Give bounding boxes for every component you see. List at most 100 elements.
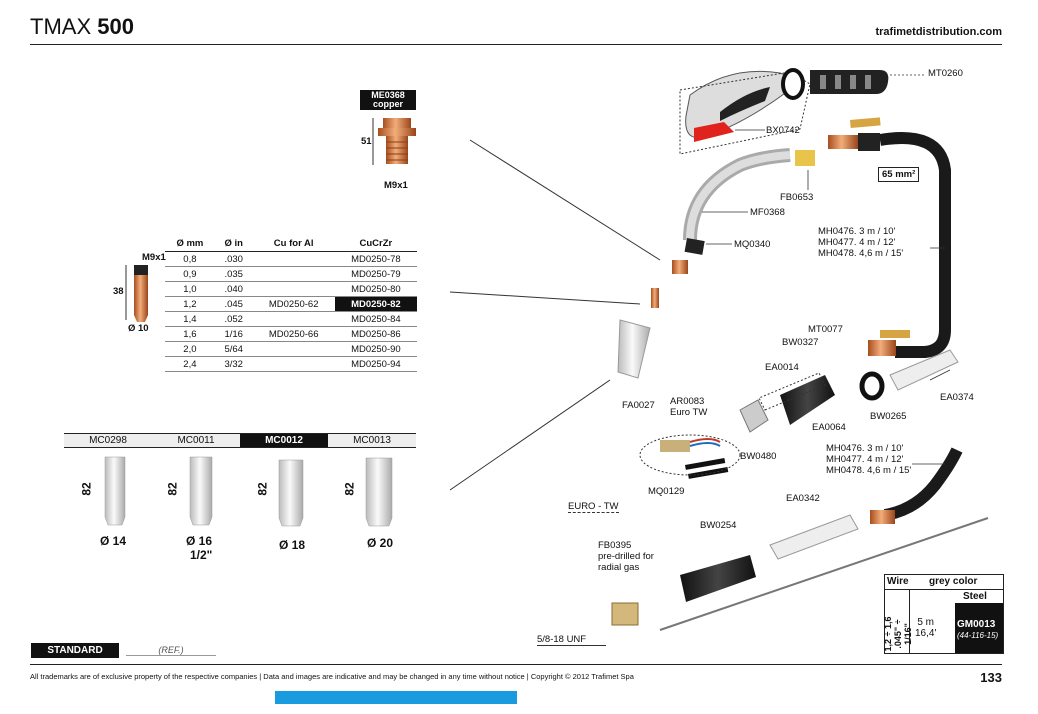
label-bw0254: BW0254 [700,520,737,531]
tip-diameter: Ø 10 [128,323,149,334]
adapter-code-text: ME0368 [371,90,405,100]
cable1-line: MH0477. 4 m / 12' [818,237,896,248]
nozzle-diameter: Ø 20 [367,536,394,550]
col-mm: Ø mm [165,236,215,252]
adapter-height: 51 [361,136,372,147]
wire-size-in: .045" ÷ 1/16" [893,619,913,649]
cell [252,281,335,297]
label-fb0395: FB0395 pre-drilled for radial gas [598,540,654,573]
cell: MD0250-78 [334,251,417,267]
cell: .030 [214,251,253,267]
label-ea0342: EA0342 [786,493,820,504]
label-ea0014: EA0014 [765,362,799,373]
label-mq0129: MQ0129 [648,486,685,497]
cell [252,251,335,267]
wire-size-mm: 1,2 ÷ 1,6 [883,616,893,652]
cell [252,356,335,372]
tip-thread: M9x1 [142,252,166,263]
contact-tip-part [125,265,148,322]
label-fa0027: FA0027 [622,400,655,411]
header-rule [30,44,1002,45]
scroll-bar[interactable] [275,691,517,704]
nozzle-header-bar: MC0298 MC0011 MC0012 MC0013 [64,433,416,448]
nozzle-diameter: Ø 18 [279,538,306,552]
cell: 1,2 [165,296,215,312]
fb0395-line: pre-drilled for [598,551,654,562]
nozzle-code-highlight: MC0012 [240,434,328,447]
label-mt0260: MT0260 [928,68,963,79]
label-cable1: MH0476. 3 m / 10' MH0477. 4 m / 12' MH04… [818,226,903,259]
wire-size: 1,2 ÷ 1,6.045" ÷ 1/16" [883,609,913,659]
gooseneck-part [617,148,815,379]
adapter-material: copper [372,99,403,109]
cable1-line: MH0478. 4,6 m / 15' [818,248,904,259]
cell: .052 [214,311,253,327]
cell: 2,4 [165,356,215,372]
nozzle-code: MC0011 [152,434,240,447]
page-number: 133 [980,670,1002,685]
cell: MD0250-84 [334,311,417,327]
footer-rule [30,664,1002,665]
footer-text: All trademarks are of exclusive property… [30,672,634,681]
label-fb0653: FB0653 [780,192,814,203]
table-row: 1,0.040 MD0250-80 [165,281,417,297]
adapter-part [372,118,416,165]
ar0083-code: AR0083 [670,396,705,407]
power-cable-tw [611,447,989,631]
nozzle-code: MC0013 [328,434,416,447]
page-title: TMAX 500 [30,14,134,40]
fb0395-line: FB0395 [598,540,632,551]
cell: 1,0 [165,281,215,297]
cell: MD0250-94 [334,356,417,372]
nozzle-diameter-inch: 1/2" [190,548,213,562]
nozzle-code: MC0298 [64,434,152,447]
adapter-thread: M9x1 [384,180,408,191]
cell [252,266,335,282]
website-link[interactable]: trafimetdistribution.com [875,26,1002,38]
nozzle-diameter: Ø 14 [100,534,127,548]
cell: 1,4 [165,311,215,327]
label-cable2: MH0476. 3 m / 10' MH0477. 4 m / 12' MH04… [826,443,911,476]
label-section: 65 mm² [878,167,920,182]
cable2-line: MH0478. 4,6 m / 15' [826,465,912,476]
cell: 3/32 [214,356,253,372]
label-euro-tw: EURO - TW [568,501,619,513]
wire-subcode: (44-116-15) [957,631,999,640]
label-bw0327: BW0327 [782,337,819,348]
cable1-line: MH0476. 3 m / 10' [818,226,896,237]
nozzle-length: 82 [79,482,94,496]
wire-length-m: 5 m [917,617,935,628]
cell: MD0250-86 [334,326,417,342]
title-bold: 500 [97,14,134,39]
label-mf0368: MF0368 [750,207,785,218]
cell: .040 [214,281,253,297]
cell: MD0250-62 [252,296,335,312]
label-bx0742: BX0742 [766,125,800,136]
cell: MD0250-66 [252,326,335,342]
label-unf: 5/8-18 UNF [537,634,607,646]
standard-badge: STANDARD [31,643,119,658]
label-ea0064: EA0064 [812,422,846,433]
label-mt0077: MT0077 [808,324,843,335]
cell: MD0250-80 [334,281,417,297]
wire-code: GM0013 [957,619,996,630]
nozzle-length: 82 [342,482,357,496]
cell: .035 [214,266,253,282]
cable2-line: MH0477. 4 m / 12' [826,454,904,465]
label-ea0374: EA0374 [940,392,974,403]
wire-table: Wire grey color Steel 1,2 ÷ 1,6.045" ÷ 1… [883,574,1004,654]
handle-part [679,68,889,155]
cell: 1/16 [214,326,253,342]
cable2-line: MH0476. 3 m / 10' [826,443,904,454]
cell: 0,9 [165,266,215,282]
col-in: Ø in [214,236,253,252]
cell: MD0250-90 [334,341,417,357]
label-bw0265: BW0265 [870,411,907,422]
label-bw0480: BW0480 [740,451,777,462]
